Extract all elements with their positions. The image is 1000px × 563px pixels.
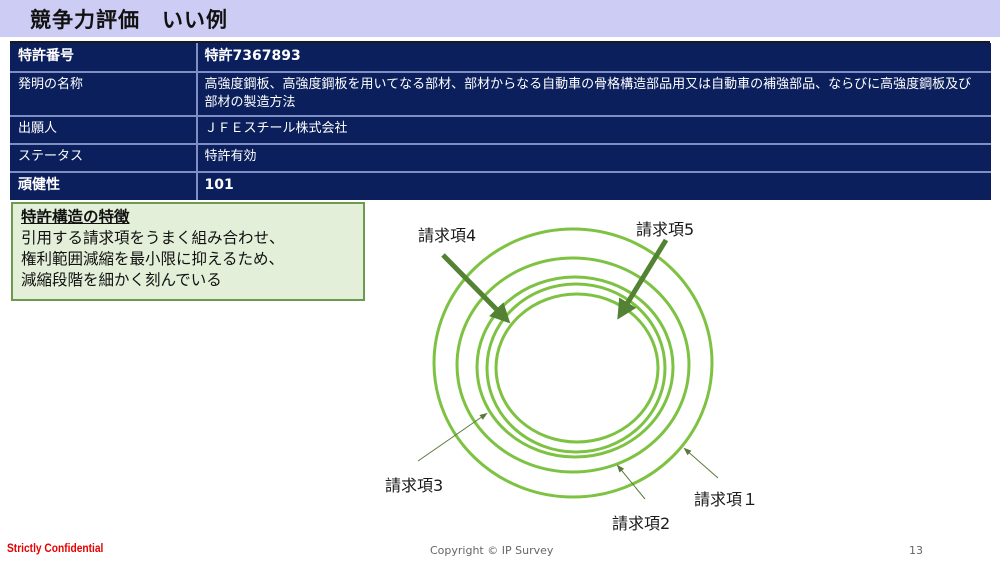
ring-claim-5: [494, 292, 660, 444]
label-robustness: 頑健性: [10, 171, 198, 200]
label-claim-5: 請求項5: [636, 220, 695, 239]
label-status: ステータス: [10, 143, 198, 173]
label-claim-4: 請求項4: [418, 226, 477, 245]
table-row-status: ステータス 特許有効: [10, 143, 991, 173]
value-robustness: 101: [204, 176, 234, 193]
arrow-claim-5: [617, 238, 669, 320]
label-applicant: 出願人: [10, 115, 198, 145]
value-patent-number: 特許7367893: [196, 43, 991, 73]
value-invention-title: 高強度鋼板、高強度鋼板を用いてなる部材、部材からなる自動車の骨格構造部品用又は自…: [196, 71, 991, 117]
table-row-applicant: 出願人 ＪＦＥスチール株式会社: [10, 115, 991, 145]
ring-claim-4: [485, 282, 667, 454]
title-bar: 競争力評価 いい例: [0, 0, 1000, 37]
patent-info-table: 特許番号 特許7367893 発明の名称 高強度鋼板、高強度鋼板を用いてなる部材…: [10, 43, 991, 200]
arrow-claim-3: [417, 412, 488, 462]
value-applicant: ＪＦＥスチール株式会社: [196, 115, 991, 145]
arrow-claim-1: [683, 447, 719, 479]
feature-line-1: 引用する請求項をうまく組み合わせ、: [21, 229, 285, 247]
label-claim-2: 請求項2: [612, 514, 671, 533]
ring-claim-1: [432, 227, 714, 499]
page-number: 13: [909, 544, 923, 557]
label-claim-3: 請求項3: [385, 476, 444, 495]
feature-heading: 特許構造の特徴: [21, 208, 130, 226]
slide-title: 競争力評価 いい例: [30, 8, 228, 32]
feature-line-2: 権利範囲減縮を最小限に抑えるため、: [21, 250, 285, 268]
arrow-claim-4: [441, 253, 511, 324]
title-divider: [10, 41, 990, 43]
table-row-patent-number: 特許番号 特許7367893: [10, 43, 991, 73]
label-claim-1: 請求項１: [694, 490, 759, 509]
value-status: 特許有効: [196, 143, 991, 173]
patent-structure-feature-box: 特許構造の特徴 引用する請求項をうまく組み合わせ、 権利範囲減縮を最小限に抑える…: [11, 202, 365, 301]
feature-line-3: 減縮段階を細かく刻んでいる: [21, 271, 222, 289]
copyright-notice: Copyright © IP Survey: [430, 544, 554, 557]
table-row-invention-title: 発明の名称 高強度鋼板、高強度鋼板を用いてなる部材、部材からなる自動車の骨格構造…: [10, 71, 991, 117]
table-row-robustness: 頑健性 101: [10, 171, 991, 200]
ring-claim-3: [475, 275, 675, 459]
label-patent-number: 特許番号: [10, 43, 198, 73]
confidential-notice: Strictly Confidential: [7, 541, 104, 555]
ring-claim-2: [455, 256, 691, 474]
label-invention-title: 発明の名称: [10, 71, 198, 117]
arrow-claim-2: [616, 464, 646, 500]
